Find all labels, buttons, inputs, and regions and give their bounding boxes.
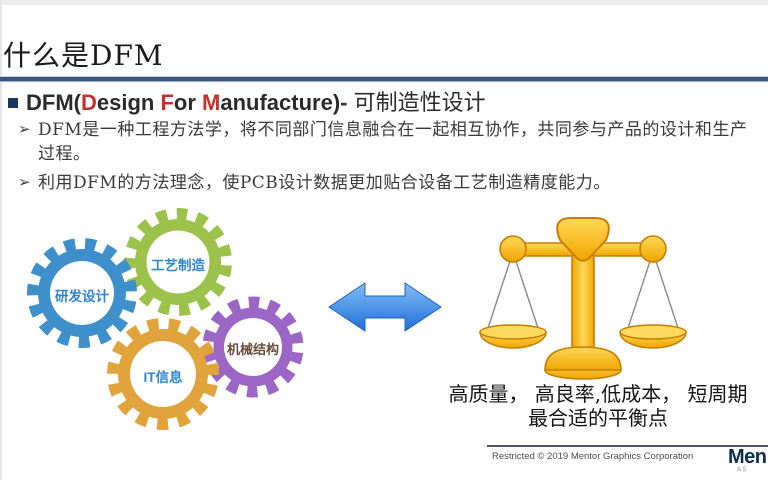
page-title: 什么是DFM xyxy=(3,39,164,72)
balance-caption: 高质量， 高良率,低成本， 短周期 最合适的平衡点 xyxy=(428,382,768,430)
gear-it-icon xyxy=(107,318,219,430)
heading-text: DFM(Design For Manufacture)- 可制造性设计 xyxy=(26,90,486,115)
gear-label-process: 工艺制造 xyxy=(151,258,205,273)
footer-divider xyxy=(487,445,768,447)
caption-line-1: 高质量， 高良率,低成本， 短周期 xyxy=(448,382,748,406)
gear-rd-icon xyxy=(27,238,137,348)
arrow-bullet-icon: ➢ xyxy=(18,121,31,138)
arrow-bullet-icon: ➢ xyxy=(18,174,31,191)
bullet-list: ➢ DFM是一种工程方法学，将不同部门信息融合在一起相互协作，共同参与产品的设计… xyxy=(18,118,755,200)
heading-bullet-square xyxy=(8,98,18,108)
double-arrow-icon xyxy=(328,282,442,332)
gear-label-rd: 研发设计 xyxy=(55,289,109,304)
gear-process-icon xyxy=(124,208,232,316)
top-edge xyxy=(0,0,768,5)
bullet-text: DFM是一种工程方法学，将不同部门信息融合在一起相互协作，共同参与产品的设计和生… xyxy=(38,120,748,164)
list-item: ➢ 利用DFM的方法理念，使PCB设计数据更加贴合设备工艺制造精度能力。 xyxy=(18,171,755,195)
footer-restricted-text: Restricted © 2019 Mentor Graphics Corpor… xyxy=(492,451,694,462)
left-edge xyxy=(0,0,2,480)
dfm-heading: DFM(Design For Manufacture)- 可制造性设计 xyxy=(8,85,758,117)
caption-line-2: 最合适的平衡点 xyxy=(528,406,668,430)
mentor-logo: Men xyxy=(728,446,767,468)
bullet-text: 利用DFM的方法理念，使PCB设计数据更加贴合设备工艺制造精度能力。 xyxy=(38,173,611,193)
list-item: ➢ DFM是一种工程方法学，将不同部门信息融合在一起相互协作，共同参与产品的设计… xyxy=(18,118,755,166)
gear-label-it: IT信息 xyxy=(143,370,183,385)
balance-scale-icon xyxy=(479,217,687,380)
gear-label-mech: 机械结构 xyxy=(226,342,279,357)
title-divider xyxy=(0,76,768,82)
gear-mech-icon xyxy=(202,296,304,398)
mentor-logo-subtext: A S xyxy=(737,467,747,473)
